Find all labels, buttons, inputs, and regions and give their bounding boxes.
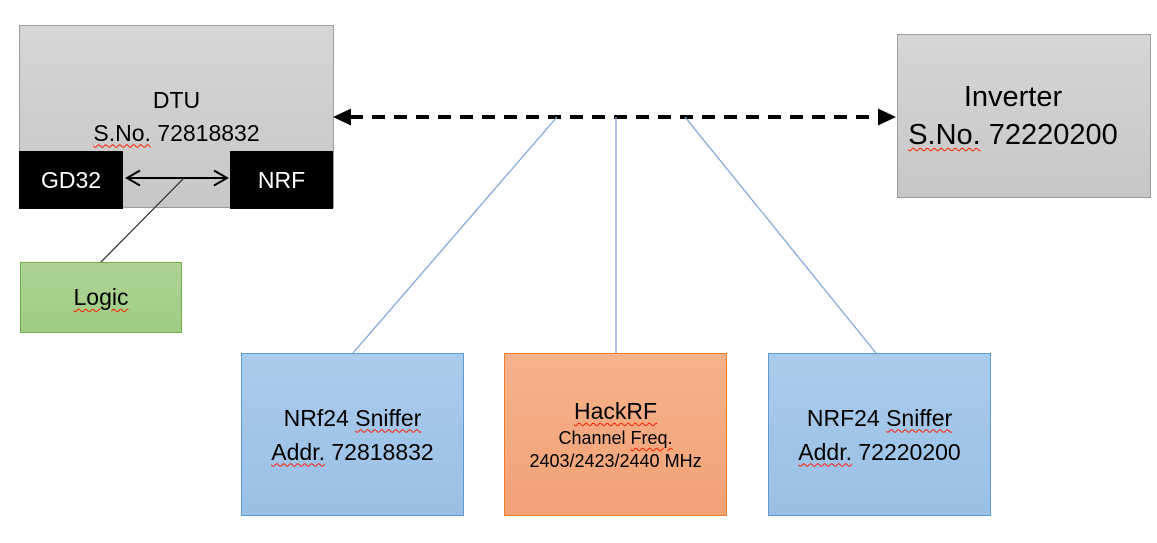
hackrf-frequencies: 2403/2423/2440 MHz [529, 450, 701, 473]
sniffer-right-title-word: Sniffer [886, 404, 953, 431]
dtu-serial-label: S.No. [93, 119, 151, 146]
inverter-serial-number: 72220200 [988, 119, 1118, 151]
dtu-serial: S.No. 72818832 [93, 117, 259, 150]
hackrf-title-text: HackRF [573, 398, 658, 424]
hackrf-subtitle-word: Freq. [630, 428, 673, 448]
sniffer-left-box: NRf24 Sniffer Addr. 72818832 [241, 353, 464, 516]
sniffer-left-addr-number: 72818832 [331, 438, 434, 465]
sniffer-right-addr-number: 72220200 [858, 438, 961, 465]
sniffer-right-addr: Addr. 72220200 [798, 435, 960, 469]
inverter-serial: S.No. 72220200 [908, 116, 1118, 154]
sniffer-left-addr: Addr. 72818832 [271, 435, 433, 469]
sniffer-left-title-prefix: NRf24 [283, 404, 349, 431]
inverter-title-text: Inverter [963, 81, 1063, 113]
logic-box: Logic [20, 262, 182, 333]
sniffer-right-title: NRF24 Sniffer [807, 401, 952, 435]
sniffer-right-addr-label: Addr. [798, 438, 852, 465]
hackrf-title: HackRF [574, 396, 657, 427]
sniffer-left-title-word: Sniffer [355, 404, 422, 431]
sniffer-left-title: NRf24 Sniffer [284, 401, 422, 435]
hackrf-subtitle: Channel Freq. [558, 427, 672, 450]
inverter-box: Inverter S.No. 72220200 [897, 34, 1151, 198]
hackrf-frequencies-text: 2403/2423/2440 MHz [529, 451, 702, 471]
inverter-title: Inverter [964, 78, 1062, 116]
dtu-title: DTU [153, 84, 200, 117]
dashed-arrowhead-right-icon [878, 108, 896, 126]
sniffer-right-title-prefix: NRF24 [806, 404, 880, 431]
tap-line-sniffer-left [352, 116, 558, 354]
sniffer-right-box: NRF24 Sniffer Addr. 72220200 [768, 353, 991, 516]
dashed-arrowhead-left-icon [333, 108, 351, 126]
hackrf-box: HackRF Channel Freq. 2403/2423/2440 MHz [504, 353, 727, 516]
logic-label: Logic [73, 284, 129, 310]
nrf-box: NRF [230, 151, 333, 209]
inverter-serial-label: S.No. [908, 119, 981, 151]
dtu-title-text: DTU [152, 86, 201, 113]
dtu-serial-number: 72818832 [157, 119, 260, 146]
gd32-box: GD32 [19, 151, 123, 209]
tap-line-sniffer-right [684, 116, 877, 354]
nrf-label: NRF [257, 166, 306, 193]
hackrf-subtitle-prefix: Channel [558, 428, 626, 448]
gd32-label: GD32 [40, 166, 102, 193]
sniffer-left-addr-label: Addr. [271, 438, 325, 465]
